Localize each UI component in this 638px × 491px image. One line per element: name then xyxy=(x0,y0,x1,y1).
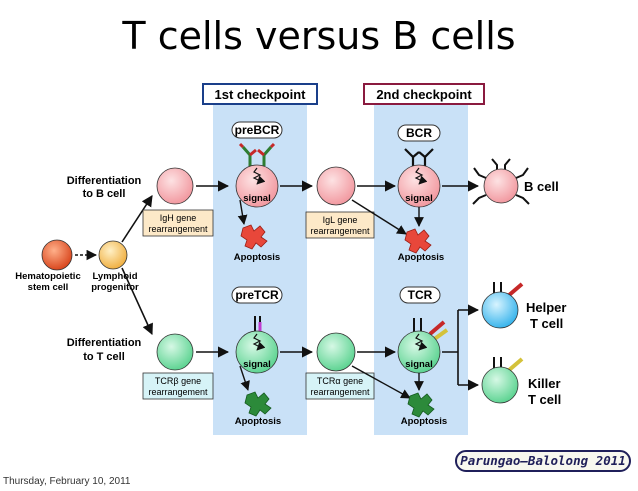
checkpoint-1-label: 1st checkpoint xyxy=(214,87,306,102)
bcr-receptor xyxy=(404,148,434,166)
credit-badge: Parungao–Balolong 2011 xyxy=(455,450,631,472)
igl-rearrangement-box xyxy=(305,211,375,239)
checkpoint-2-box xyxy=(363,83,485,105)
bcr-signal-zigzag xyxy=(414,167,428,185)
checkpoint-1-box xyxy=(202,83,318,105)
b-cell-result-label: B cell xyxy=(524,179,559,194)
tcr-label-box xyxy=(399,286,441,304)
pre-t-cell-2 xyxy=(316,332,356,372)
tcr-signal-zigzag xyxy=(414,333,428,351)
tcrb-rearrangement-box xyxy=(142,372,214,400)
pretcr-receptor xyxy=(254,316,262,332)
t-apoptosis-blob-1 xyxy=(244,391,272,417)
b-signal-2-label: signal xyxy=(405,193,432,204)
helper-t-receptors xyxy=(493,282,524,298)
b-apoptosis-label-2: Apoptosis xyxy=(398,252,444,263)
bcr-label: BCR xyxy=(406,126,432,140)
lymphoid-progenitor-cell xyxy=(98,240,128,270)
t-signal-2-label: signal xyxy=(405,359,432,370)
pro-b-cell xyxy=(156,167,194,205)
progenitor-to-b-arrow xyxy=(121,195,153,243)
helper-t-cell xyxy=(481,291,519,329)
b-apoptosis-label-1: Apoptosis xyxy=(234,252,280,263)
prebcr-signal-zigzag xyxy=(252,167,266,185)
prebcr-label-box xyxy=(231,121,283,139)
checkpoint-2-band xyxy=(374,105,468,435)
t-apoptosis-label-1: Apoptosis xyxy=(235,416,281,427)
t-apoptosis-label-2: Apoptosis xyxy=(401,416,447,427)
checkpoint-2-label: 2nd checkpoint xyxy=(376,87,472,102)
b-signal-1-label: signal xyxy=(243,193,270,204)
tcra-rearrangement-box xyxy=(305,372,375,400)
pre-b-cell-checkpoint-1 xyxy=(235,164,279,208)
bcr-label-box xyxy=(397,124,441,142)
tcr-label: TCR xyxy=(408,288,433,302)
progenitor-to-t-arrow xyxy=(121,267,153,336)
checkpoint-1-band xyxy=(213,105,307,435)
pretcr-label-box xyxy=(231,286,283,304)
b-arrow-3-apoptosis xyxy=(351,199,407,235)
t-branch-lines xyxy=(442,310,459,385)
igh-rearrangement-box xyxy=(142,209,214,237)
pre-b-cell-2 xyxy=(316,166,356,206)
prebcr-receptor xyxy=(238,142,276,166)
pretcr-signal-zigzag xyxy=(252,333,266,351)
hematopoietic-stem-cell xyxy=(41,239,73,271)
pro-t-cell xyxy=(156,333,194,371)
slide-title: T cells versus B cells xyxy=(122,14,516,58)
footer-date: Thursday, February 10, 2011 xyxy=(3,476,131,487)
t-apoptosis-arrow-1 xyxy=(239,365,250,391)
mature-b-cell xyxy=(483,168,519,204)
t-arrow-3-apoptosis xyxy=(351,365,411,399)
killer-t-cell xyxy=(481,366,519,404)
t-signal-1-label: signal xyxy=(243,359,270,370)
killer-t-receptors xyxy=(493,357,524,373)
b-apoptosis-blob-1 xyxy=(240,224,268,250)
t-apoptosis-blob-2 xyxy=(407,392,435,418)
prebcr-label: preBCR xyxy=(235,123,280,137)
b-apoptosis-blob-2 xyxy=(404,228,432,254)
tcr-receptor xyxy=(413,318,422,332)
b-apoptosis-arrow-1 xyxy=(237,199,248,225)
pre-t-cell-checkpoint-1 xyxy=(235,330,279,374)
pretcr-label: preTCR xyxy=(235,288,279,302)
